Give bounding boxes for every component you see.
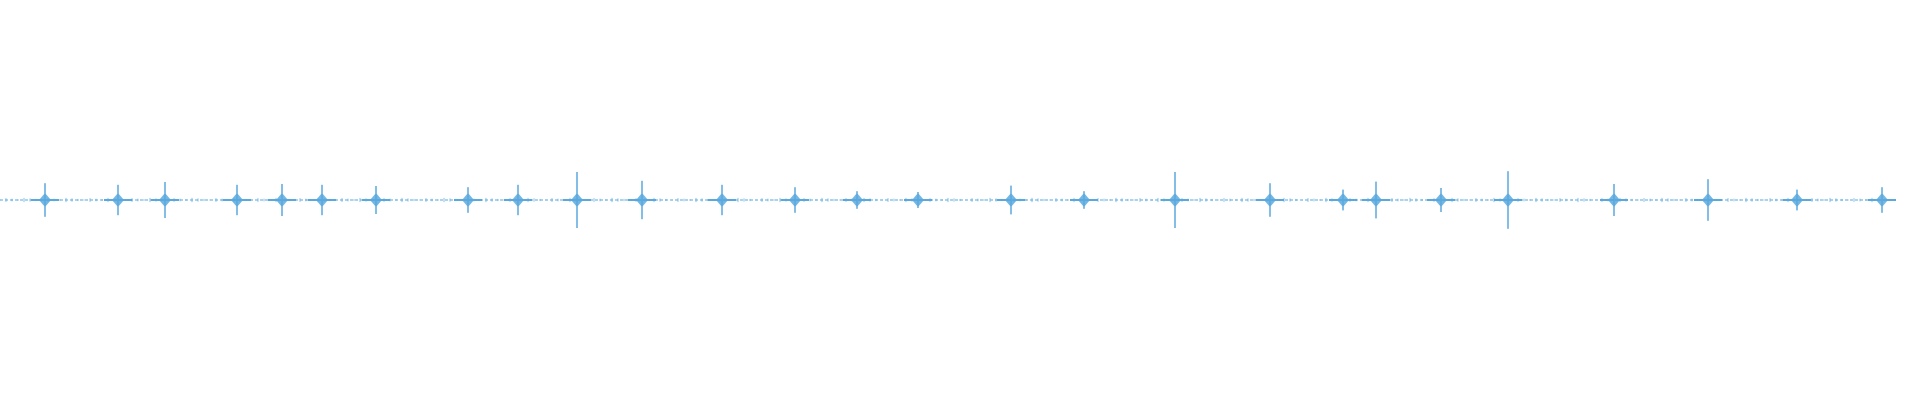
waveform-peak <box>1783 189 1811 211</box>
waveform-peak <box>454 187 482 213</box>
waveform-peak <box>151 182 179 218</box>
waveform-peak <box>843 191 871 209</box>
waveform-peak <box>1427 188 1455 212</box>
waveform-peak <box>1256 183 1284 217</box>
waveform-peak <box>1868 187 1896 213</box>
waveform-peak <box>268 184 296 216</box>
waveform-peak <box>563 172 591 228</box>
waveform-peak <box>223 184 251 216</box>
waveform-peak <box>708 184 736 216</box>
waveform-peak <box>904 192 932 208</box>
waveform-peak <box>504 184 532 216</box>
waveform-peak <box>1694 179 1722 221</box>
waveform-peak <box>997 185 1025 215</box>
waveform-peak <box>1362 181 1390 219</box>
waveform-peak <box>781 187 809 213</box>
waveform-peak <box>1070 191 1098 209</box>
waveform-peak <box>1494 171 1522 229</box>
waveform-peak <box>308 184 336 216</box>
waveform-group <box>0 171 1896 229</box>
waveform-peak <box>1161 172 1189 228</box>
waveform-peak <box>362 186 390 214</box>
waveform-peak <box>628 180 656 220</box>
waveform-peak <box>1329 189 1357 211</box>
waveform-peak <box>104 184 132 216</box>
waveform-peak <box>1600 184 1628 216</box>
waveform-peak <box>31 183 59 217</box>
